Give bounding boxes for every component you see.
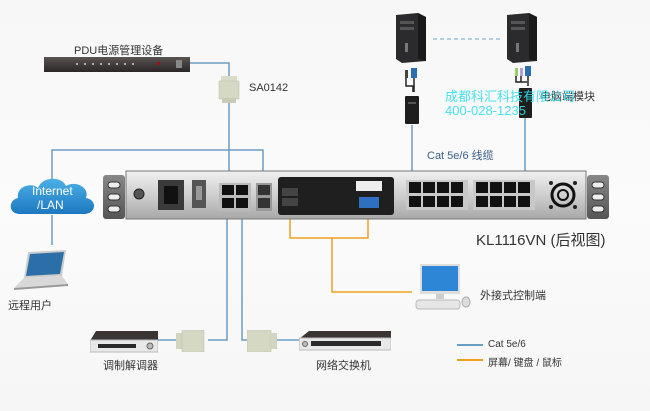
modem-icon xyxy=(90,331,158,353)
watermark-company: 成都科汇科技有限公司 xyxy=(445,89,576,104)
db9-adapter-icon xyxy=(247,330,277,352)
device-title: KL1116VN (后视图) xyxy=(476,232,606,249)
kvm-switch-device xyxy=(100,170,610,220)
modem-label: 调制解调器 xyxy=(103,360,158,372)
fan-icon xyxy=(549,181,577,209)
remote-user-label: 远程用户 xyxy=(8,300,52,312)
computer-module-icon xyxy=(405,68,419,124)
tower-server-icon xyxy=(507,13,537,63)
watermark-phone: 400-028-1235 xyxy=(445,103,526,118)
legend-label-cat: Cat 5e/6 xyxy=(488,339,526,350)
wire-kvm xyxy=(289,215,412,293)
switch-label: 网络交换机 xyxy=(316,360,371,372)
cat-cable-label: Cat 5e/6 线缆 xyxy=(427,150,494,162)
pdu-device-icon xyxy=(44,57,190,72)
pdu-label: PDU电源管理设备 xyxy=(74,45,164,57)
network-switch-icon xyxy=(299,331,391,351)
kvm-chassis-icon xyxy=(103,170,609,220)
wire-modem xyxy=(208,210,228,341)
cloud-icon xyxy=(10,178,95,214)
wire-internet-bus xyxy=(51,149,264,182)
wire-pdu-adapter xyxy=(188,62,230,80)
desktop-monitor-icon xyxy=(415,264,471,310)
computer-module-icon xyxy=(515,66,532,118)
legend-label-kvm: 屏幕/ 键盘 / 鼠标 xyxy=(488,358,562,369)
adapter-label: SA0142 xyxy=(249,82,289,94)
laptop-icon xyxy=(14,250,68,290)
db9-adapter-icon xyxy=(176,330,205,352)
tower-server-icon xyxy=(396,13,426,63)
db9-adapter-icon xyxy=(218,76,240,103)
internet-label-line1: Internet xyxy=(32,184,73,198)
local-console-label: 外接式控制端 xyxy=(480,290,546,302)
computer-module-label: 电脑端模块 xyxy=(540,91,595,103)
wire-switch xyxy=(241,210,248,341)
internet-label-line2: /LAN xyxy=(37,198,64,212)
